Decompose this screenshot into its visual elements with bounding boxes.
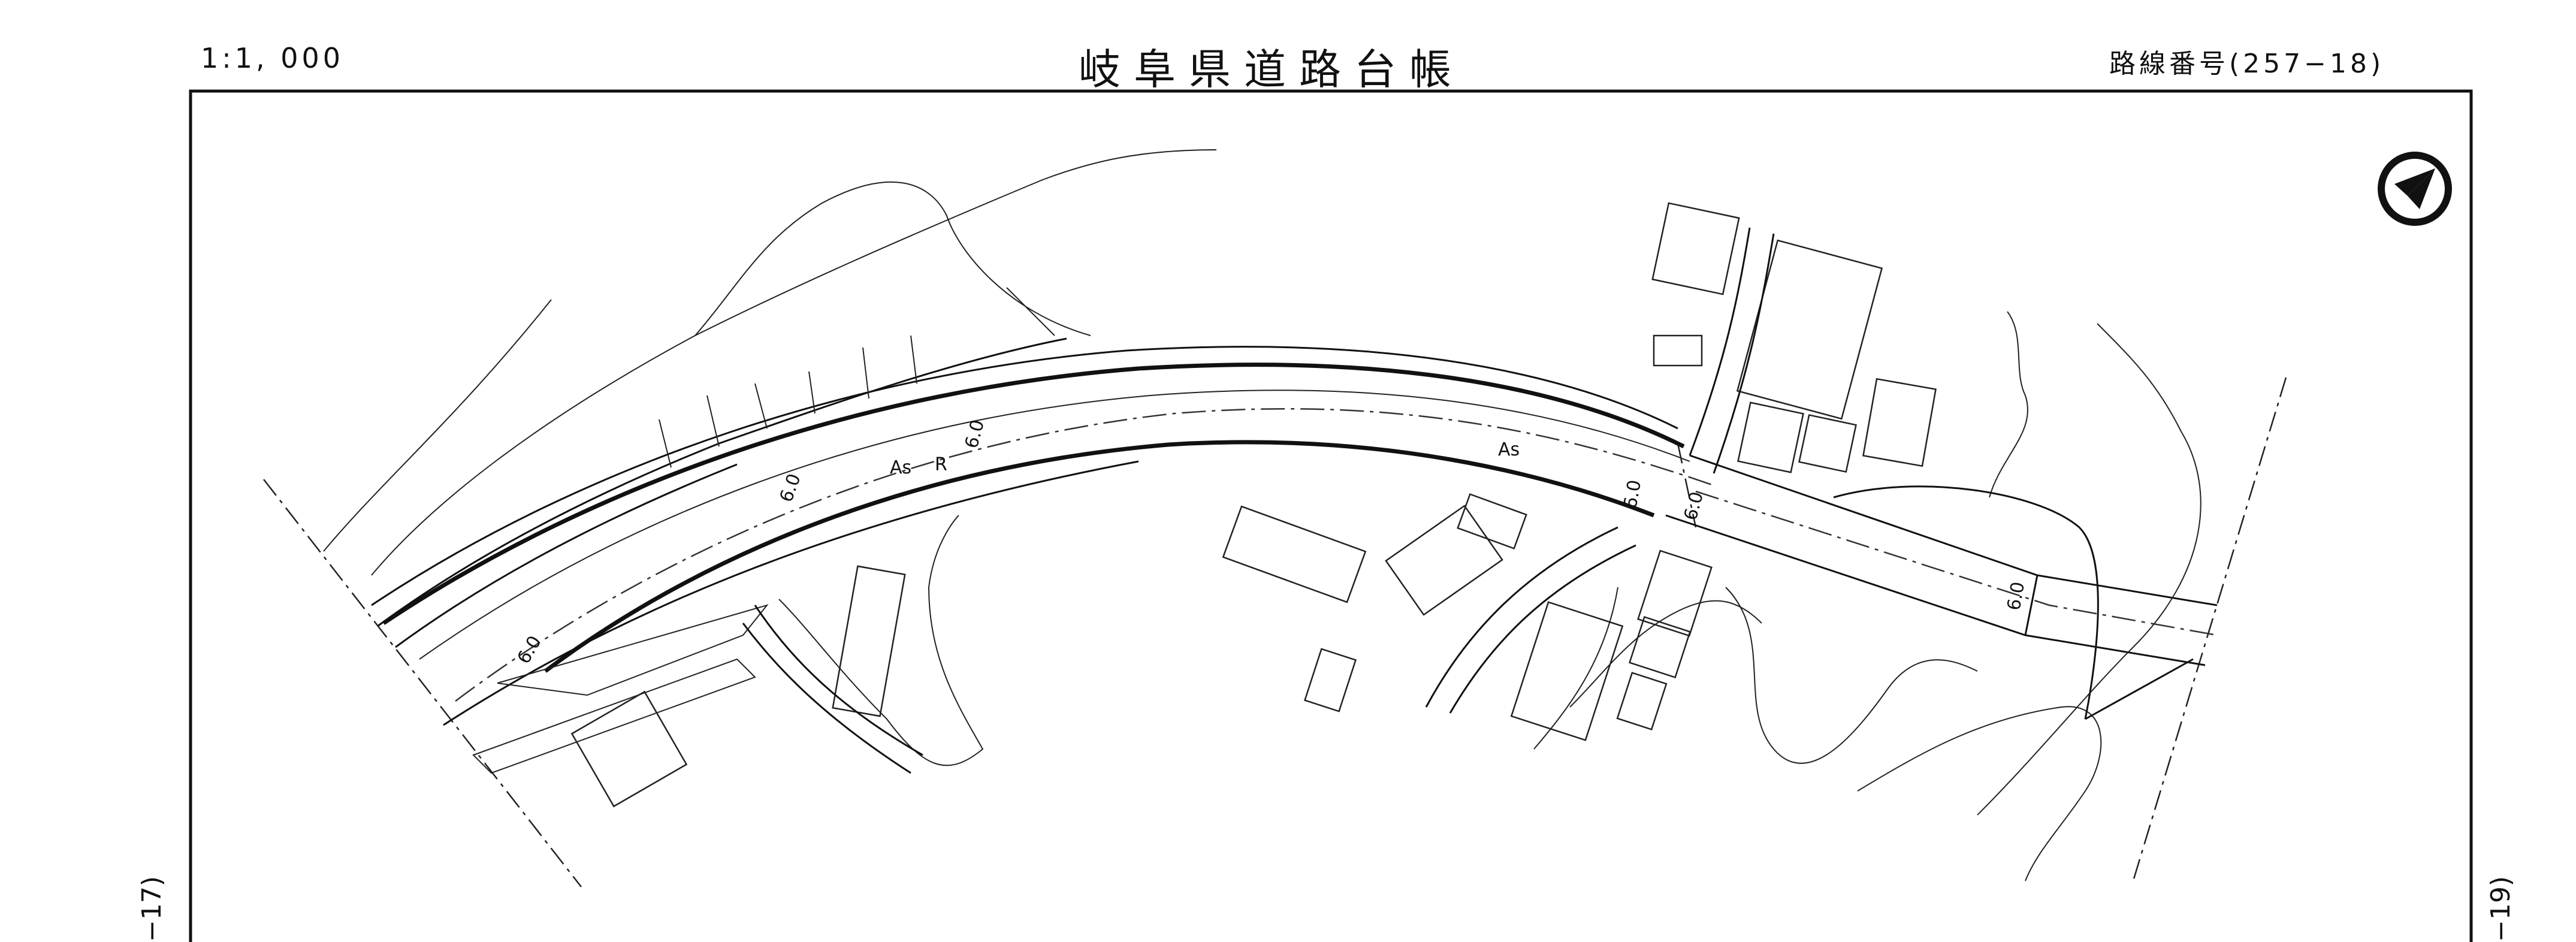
page-title: 岐阜県道路台帳	[1079, 45, 1464, 94]
pavement-label-as-1: As	[890, 457, 911, 478]
road-width-label-5: 6.0	[1680, 490, 1708, 523]
map-frame	[189, 89, 2473, 942]
terrain-contours	[323, 149, 2201, 881]
branch-roads	[742, 227, 2194, 774]
road-width-label-3: 6.0	[514, 632, 546, 668]
section-break-left	[263, 479, 582, 887]
main-road	[371, 346, 2218, 726]
side-road-upper	[377, 335, 1067, 774]
north-arrow-icon	[2378, 152, 2452, 226]
road-width-label-1: 6.0	[776, 471, 805, 505]
buildings	[570, 202, 1937, 808]
section-break-right	[2132, 377, 2287, 881]
road-width-label-6: 6.0	[2003, 580, 2029, 612]
road-mark-r: R	[935, 454, 947, 475]
pavement-label-as-2: As	[1498, 439, 1520, 460]
road-width-label-4: 6.0	[1620, 478, 1645, 510]
route-number: 路線番号(257−18)	[2109, 49, 2385, 79]
map-scale: 1:1, 000	[201, 42, 345, 74]
